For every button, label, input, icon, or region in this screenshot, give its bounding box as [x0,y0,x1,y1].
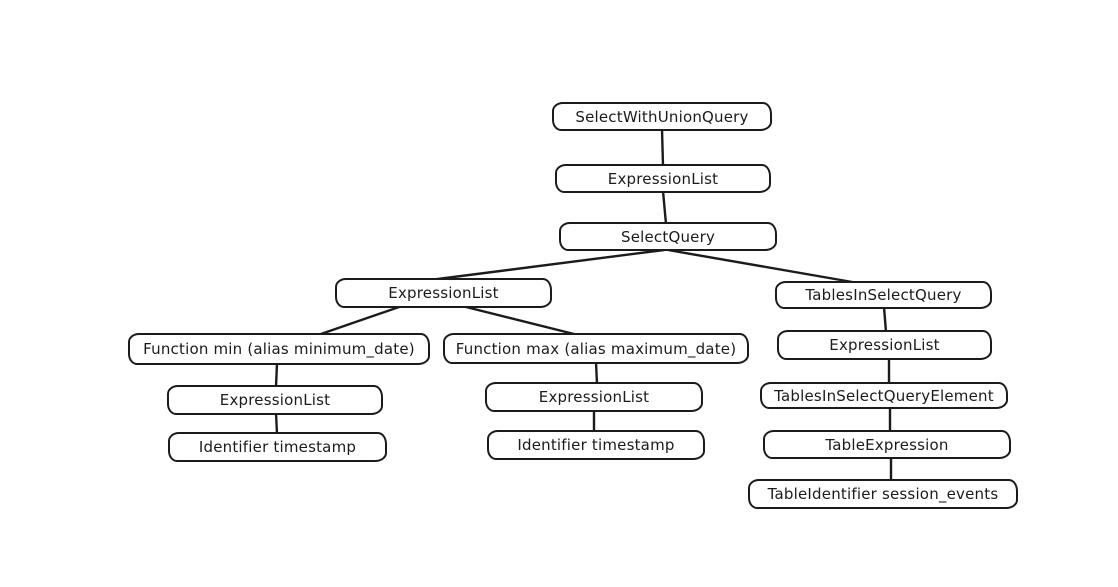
node-select-query: SelectQuery [559,222,777,251]
tree-edge [666,248,860,285]
node-expression-list-root: ExpressionList [555,164,771,193]
node-table-expression: TableExpression [763,430,1011,459]
node-select-with-union-query: SelectWithUnionQuery [552,102,772,131]
tree-edge [316,304,404,337]
node-expression-list-select: ExpressionList [335,278,552,308]
node-table-identifier-session-events: TableIdentifier session_events [748,479,1018,509]
node-expression-list-min: ExpressionList [167,385,383,415]
node-function-min: Function min (alias minimum_date) [128,333,430,365]
node-tables-in-select-query-element: TablesInSelectQueryElement [760,382,1008,409]
node-expression-list-max: ExpressionList [485,382,703,412]
tree-edge [661,189,668,226]
tree-edge [274,361,279,389]
tree-edge [274,411,279,436]
tree-edge [882,305,888,334]
node-tables-in-select-query: TablesInSelectQuery [775,281,992,309]
node-identifier-timestamp-max: Identifier timestamp [487,430,705,460]
node-identifier-timestamp-min: Identifier timestamp [168,432,387,462]
tree-edge [460,304,580,337]
tree-edge [594,360,599,386]
tree-edge [428,248,666,282]
tree-edge [660,127,665,168]
node-function-max: Function max (alias maximum_date) [443,333,749,364]
node-expression-list-tables: ExpressionList [777,330,992,360]
